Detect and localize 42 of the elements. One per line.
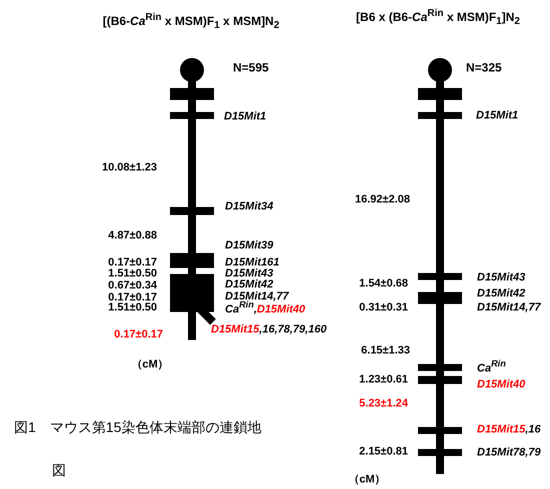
marker-label: D15Mit43 [477, 272, 526, 284]
marker-label: D15Mit78,79 [477, 448, 541, 458]
marker-label: D15Mit42 [477, 288, 526, 300]
marker-label: D15Mit15 [477, 424, 526, 436]
distance-label: 6.15±1.33 [361, 346, 410, 356]
cross-heading: [(B6-Ca$^{Rin}$ x MSM)F$_{1}$ x MSM]N$_{2}$ [102, 12, 280, 32]
distance-label: 5.23±1.24 [359, 398, 408, 410]
marker-label: ,16 [525, 424, 541, 436]
distance-label: 1.54±0.68 [359, 278, 408, 290]
distance-label: 0.17±0.17 [108, 258, 157, 268]
distance-label: 16.92±2.08 [355, 194, 410, 206]
sample-size-label: N=595 [233, 62, 269, 74]
distance-label: 1.51±0.50 [108, 268, 157, 280]
marker-label: Ca$^{Rin}$ [477, 360, 506, 374]
sample-size-label: N=325 [466, 62, 502, 74]
marker-label: D15Mit161 [225, 258, 280, 268]
marker-label: D15Mit14,77 [477, 302, 541, 314]
marker-label: Ca$^{Rin}$, [225, 300, 257, 316]
unit-label: （cM） [131, 360, 169, 370]
distance-label: 2.15±0.81 [359, 446, 408, 458]
distance-label: 1.23±0.61 [359, 374, 408, 386]
distance-label: 0.17±0.17 [108, 292, 157, 304]
distance-label: 0.67±0.34 [108, 280, 157, 292]
marker-label: D15Mit15 [211, 324, 260, 336]
marker-label: D15Mit14,77 [225, 292, 289, 302]
marker-label: D15Mit40 [477, 380, 526, 390]
marker-label: D15Mit34 [225, 202, 274, 212]
marker-label: D15Mit43 [225, 268, 274, 280]
distance-label: 0.31±0.31 [359, 302, 408, 314]
distance-label: 10.08±1.23 [102, 162, 157, 174]
distance-label: 1.51±0.50 [108, 302, 157, 314]
distance-label: 0.17±0.17 [114, 330, 163, 340]
marker-label: D15Mit1 [476, 110, 518, 122]
unit-label: （cM） [348, 474, 386, 486]
cross-heading: [B6 x (B6-Ca$^{Rin}$ x MSM)F$_{1}$]N$_{2}$ [356, 8, 520, 28]
distance-label: 4.87±0.88 [108, 230, 157, 242]
marker-label: ,16,78,79,160 [259, 324, 327, 336]
marker-label: D15Mit40 [256, 304, 306, 316]
marker-label: D15Mit39 [225, 240, 274, 252]
figure-caption: 図1 マウス第15染色体末端部の連鎖地図 [14, 418, 262, 480]
marker-label: D15Mit42 [225, 280, 274, 290]
marker-label: D15Mit1 [224, 112, 266, 122]
